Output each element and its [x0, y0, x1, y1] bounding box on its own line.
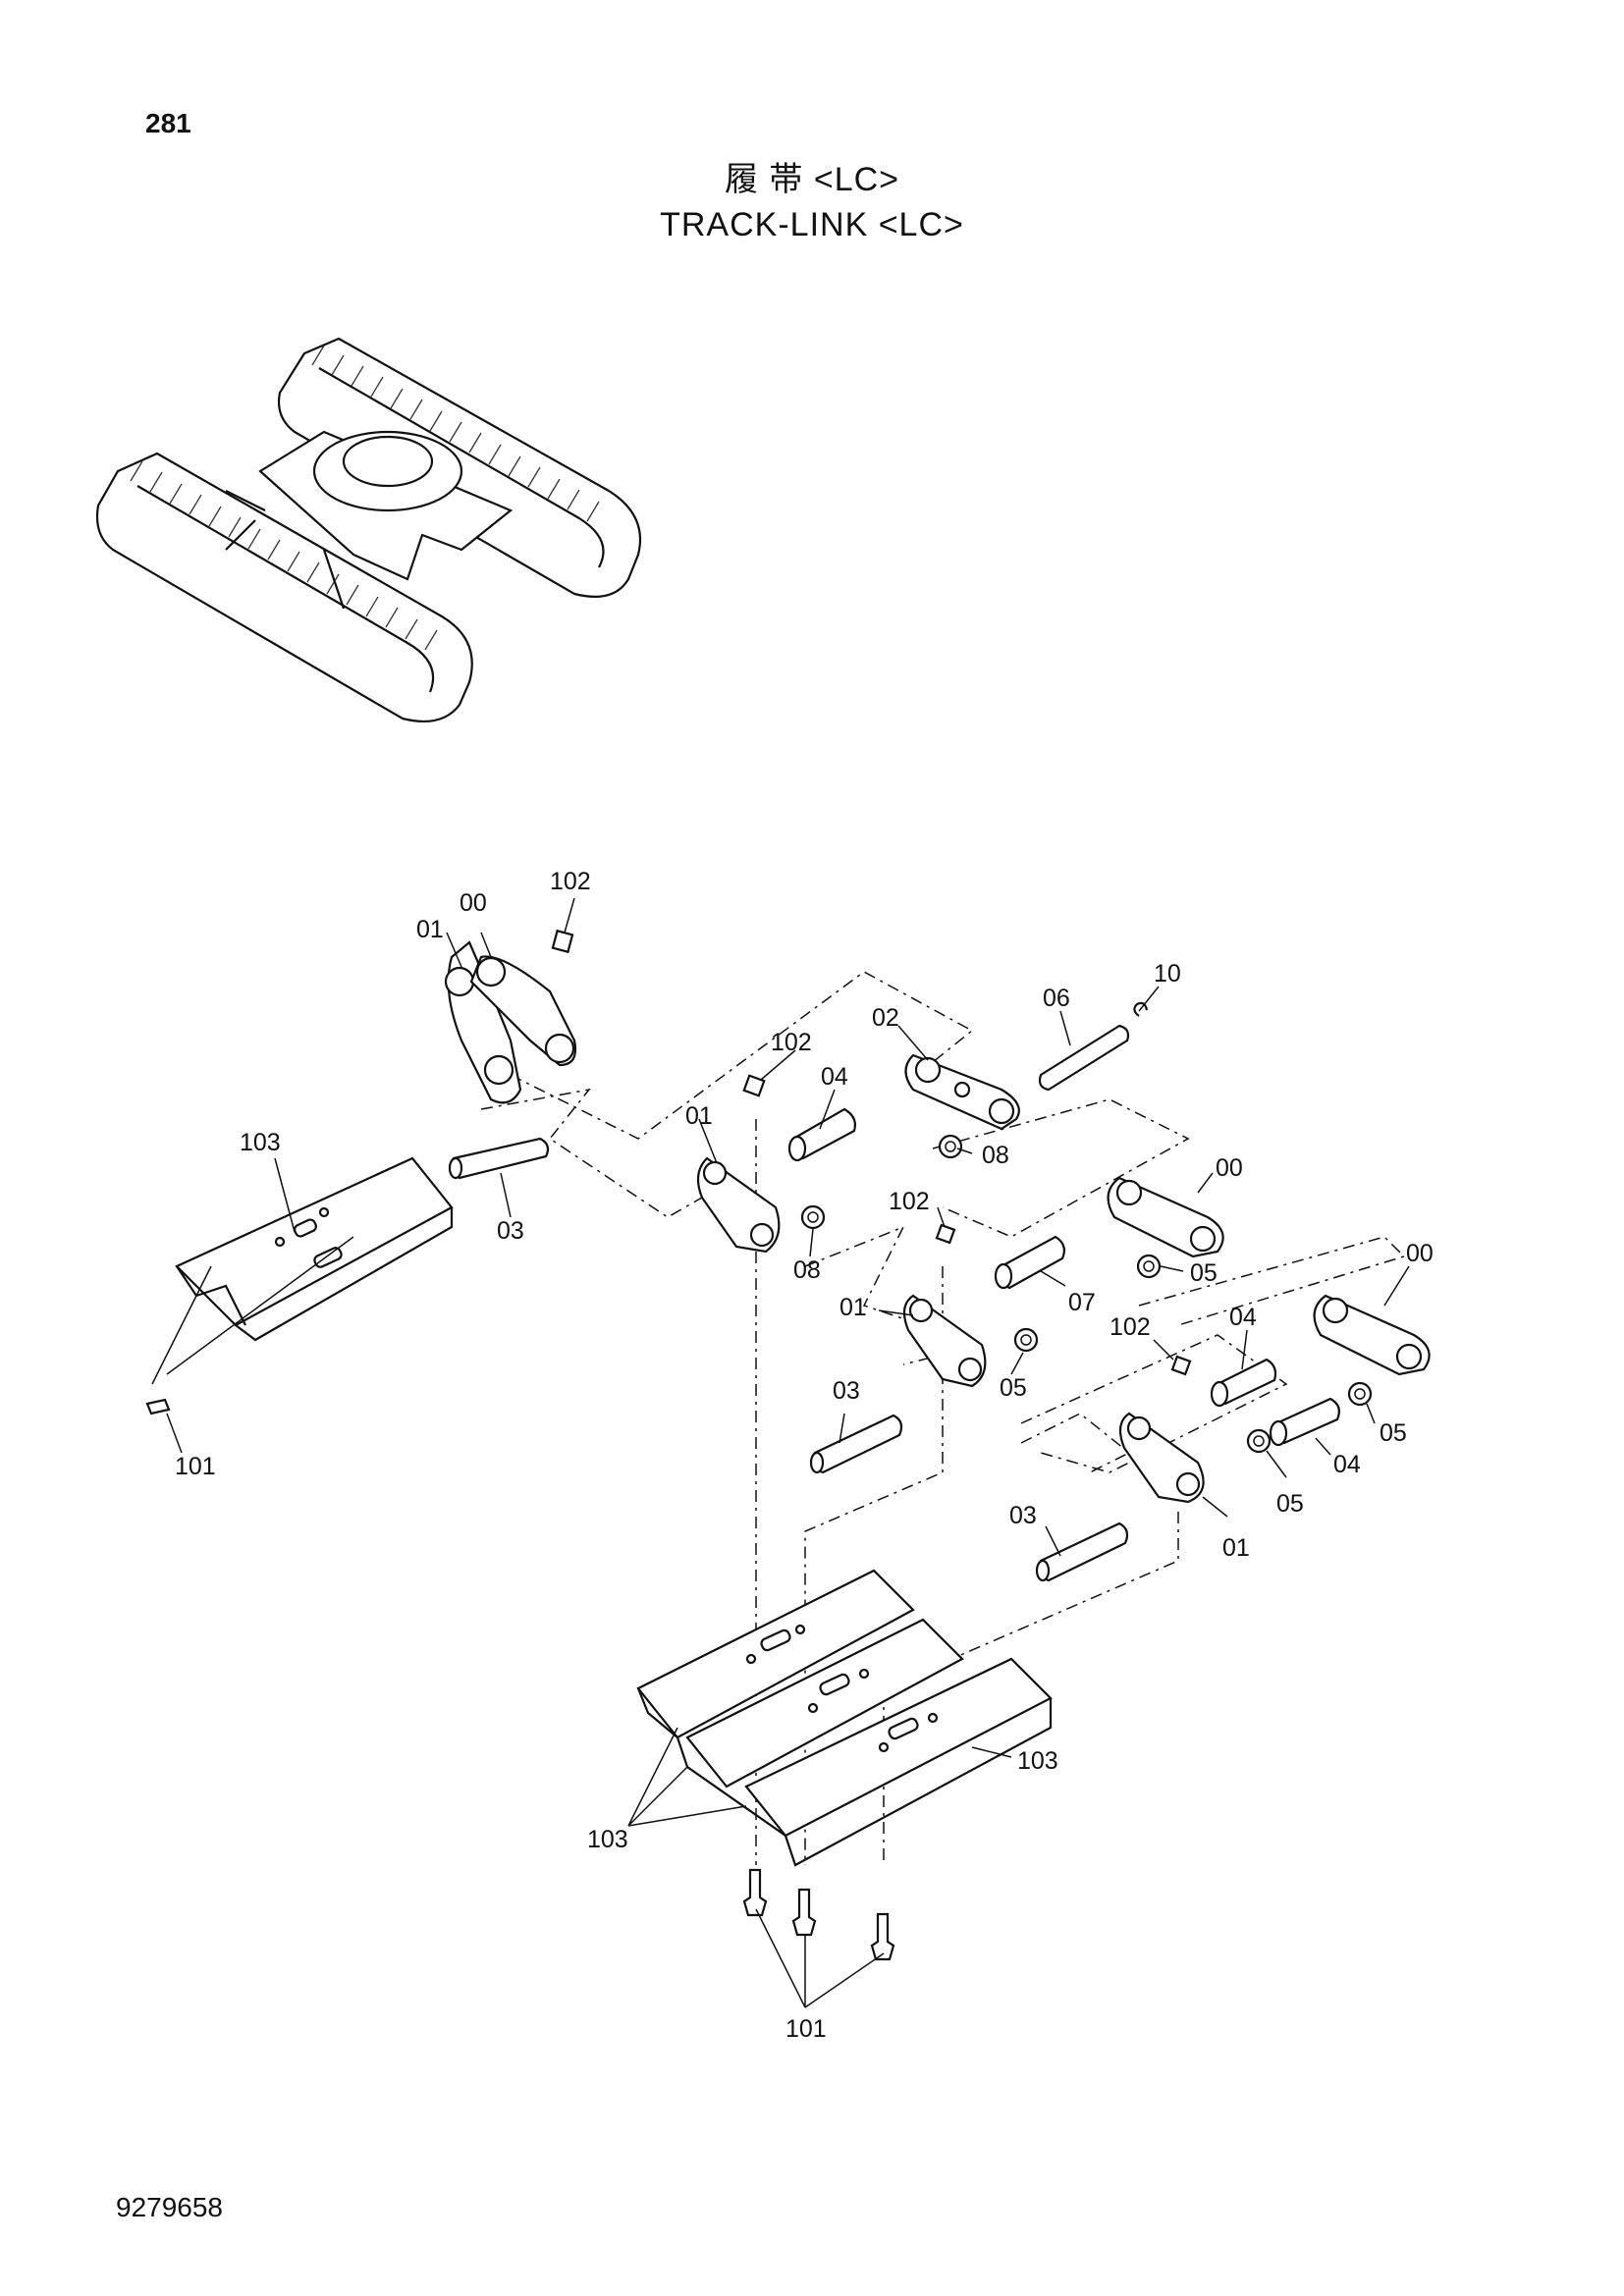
part-link-01-lower [902, 1294, 1039, 1388]
callout-102: 102 [771, 1029, 812, 1056]
part-link-02 [904, 1001, 1149, 1159]
page-number: 281 [145, 108, 191, 138]
callout-05: 05 [1000, 1374, 1027, 1402]
callout-03: 03 [1009, 1502, 1037, 1529]
callout-01: 01 [685, 1102, 713, 1130]
part-pin-03-upper [448, 1137, 550, 1180]
callout-04: 04 [1333, 1451, 1361, 1478]
callout-01: 01 [839, 1294, 867, 1321]
callout-08: 08 [982, 1142, 1009, 1169]
part-link-00-middle [1107, 1176, 1224, 1279]
callout-103: 103 [587, 1826, 628, 1853]
title-english: TRACK-LINK <LC> [660, 206, 964, 243]
part-track-shoe-single [145, 1156, 454, 1415]
callout-01: 01 [1222, 1534, 1250, 1562]
callout-00: 00 [1216, 1154, 1243, 1182]
callout-08: 08 [793, 1256, 821, 1284]
part-bolts-101 [742, 1868, 895, 1961]
callout-07: 07 [1068, 1289, 1096, 1316]
callout-05: 05 [1276, 1490, 1304, 1518]
part-link-01-middle [696, 1156, 956, 1254]
callout-labels: 00 01 102 103 03 101 02 06 10 102 04 01 … [175, 868, 1434, 2043]
callout-101: 101 [175, 1453, 216, 1480]
callout-00: 00 [460, 889, 487, 917]
callout-04: 04 [1229, 1304, 1257, 1331]
callout-03: 03 [833, 1377, 860, 1405]
callout-103: 103 [1017, 1747, 1058, 1775]
callout-03: 03 [497, 1217, 524, 1245]
part-link-00-right [1035, 1294, 1431, 1582]
part-pin-03-middle [809, 1414, 903, 1474]
callout-05: 05 [1190, 1259, 1218, 1287]
leader-lines [166, 897, 1410, 2008]
part-bushing-07 [994, 1235, 1065, 1290]
undercarriage-overview-illustration [95, 337, 642, 722]
callout-103: 103 [240, 1129, 281, 1156]
part-master-link-upper [444, 929, 577, 1104]
callout-02: 02 [872, 1004, 899, 1032]
callout-10: 10 [1154, 960, 1181, 988]
callout-101: 101 [785, 2015, 827, 2043]
callout-00: 00 [1406, 1240, 1434, 1267]
callout-06: 06 [1043, 985, 1070, 1012]
callout-05: 05 [1380, 1419, 1407, 1447]
part-track-shoes-assembly [636, 1569, 1053, 1867]
title-japanese: 履 帯 <LC> [724, 161, 900, 198]
callout-102: 102 [1110, 1313, 1151, 1341]
callout-01: 01 [416, 916, 444, 943]
document-number: 9279658 [116, 2192, 224, 2222]
callout-04: 04 [821, 1063, 848, 1091]
part-bushing-04-middle [742, 1074, 856, 1162]
callout-102: 102 [889, 1188, 930, 1215]
callout-102: 102 [550, 868, 591, 895]
